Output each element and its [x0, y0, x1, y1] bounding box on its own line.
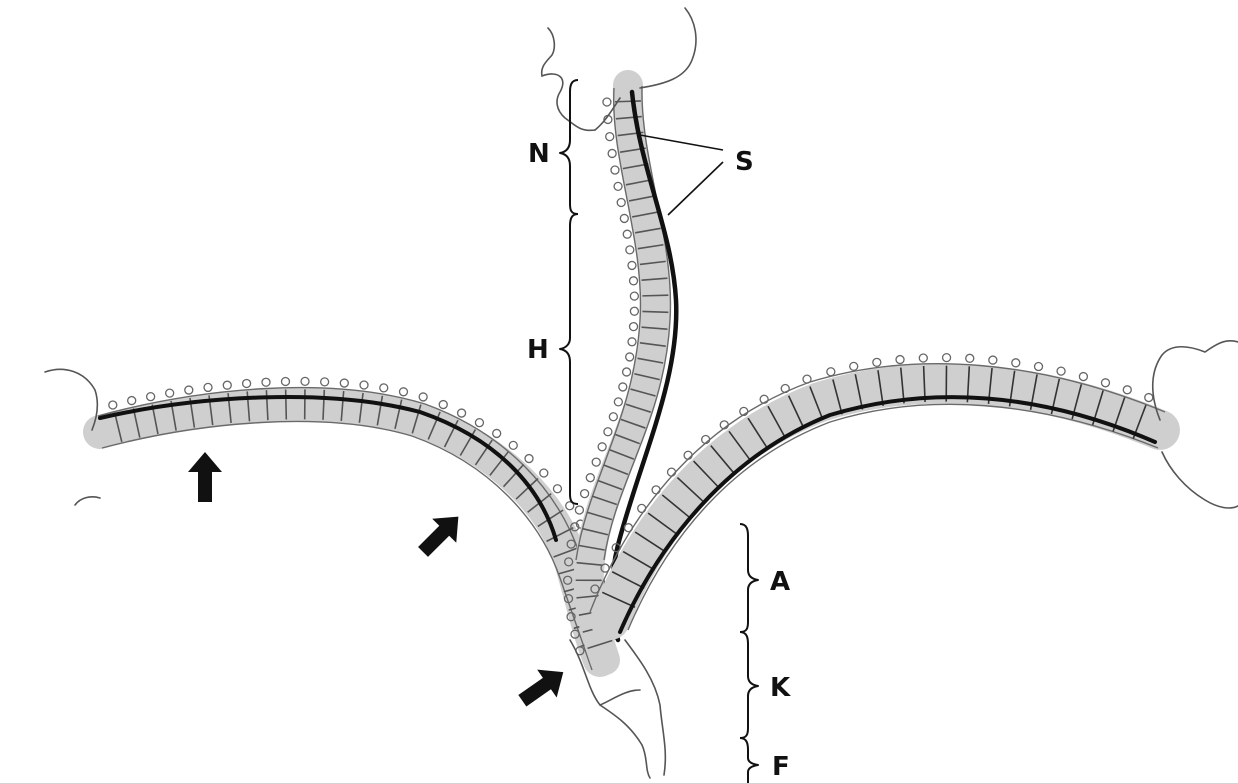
spinous-process	[873, 358, 881, 366]
arrow-left-spine	[188, 452, 222, 502]
spinous-process	[803, 375, 811, 383]
spinous-process	[619, 383, 627, 391]
spinous-process	[684, 451, 692, 459]
spinous-process	[592, 458, 600, 466]
spinous-process	[204, 383, 212, 391]
right-spine	[590, 354, 1165, 632]
spinous-process	[827, 368, 835, 376]
spinous-process	[630, 323, 638, 331]
spinous-process	[611, 166, 619, 174]
spinous-process	[603, 98, 611, 106]
spinous-process	[630, 292, 638, 300]
spinous-process	[493, 429, 501, 437]
spinous-process	[617, 198, 625, 206]
spinous-process	[614, 182, 622, 190]
spinous-process	[243, 379, 251, 387]
spinous-process	[626, 246, 634, 254]
spinous-process	[652, 486, 660, 494]
spinous-process	[628, 338, 636, 346]
spinous-process	[943, 354, 951, 362]
spinous-process	[624, 524, 632, 532]
spinous-process	[630, 277, 638, 285]
spinous-process	[1145, 394, 1153, 402]
spinous-process	[109, 401, 117, 409]
label-n: N	[528, 139, 550, 169]
spinous-process	[630, 307, 638, 315]
spinous-process	[1123, 386, 1131, 394]
spinous-process	[1101, 379, 1109, 387]
spinous-process	[623, 368, 631, 376]
spinous-process	[281, 378, 289, 386]
brace-a	[740, 524, 758, 632]
spinous-process	[1012, 359, 1020, 367]
spinous-process	[966, 354, 974, 362]
spinous-process	[340, 379, 348, 387]
spinous-process	[919, 354, 927, 362]
spinous-process	[1035, 363, 1043, 371]
spinous-process	[360, 381, 368, 389]
spinous-process	[896, 356, 904, 364]
label-k: K	[770, 673, 791, 703]
spinous-process	[586, 474, 594, 482]
spinous-process	[989, 356, 997, 364]
spinous-process	[608, 149, 616, 157]
spinous-process	[301, 377, 309, 385]
spinous-process	[419, 393, 427, 401]
left-spine	[98, 377, 620, 670]
label-s: S	[735, 147, 754, 177]
spinous-process	[147, 393, 155, 401]
spinous-process	[668, 468, 676, 476]
spinous-process	[475, 419, 483, 427]
spinous-process	[380, 384, 388, 392]
spinous-process	[575, 506, 583, 514]
spinous-process	[321, 378, 329, 386]
vertebra-mark	[642, 295, 668, 296]
spinous-process	[540, 469, 548, 477]
spinous-process	[638, 504, 646, 512]
spinous-process	[604, 428, 612, 436]
spinous-process	[626, 353, 634, 361]
arrow-mid-spine	[411, 505, 470, 564]
brace-h	[560, 214, 578, 504]
spinous-process	[439, 401, 447, 409]
brace-n	[560, 80, 578, 214]
spinous-process	[223, 381, 231, 389]
spinous-process	[609, 413, 617, 421]
spinous-process	[262, 378, 270, 386]
vertebra-mark	[286, 390, 287, 420]
spinous-process	[458, 409, 466, 417]
spinous-process	[614, 398, 622, 406]
spinous-process	[525, 455, 533, 463]
spinous-process	[1079, 373, 1087, 381]
label-h: H	[527, 335, 549, 365]
spinous-process	[128, 397, 136, 405]
spinous-process	[628, 261, 636, 269]
spinous-process	[620, 214, 628, 222]
spinous-process	[850, 362, 858, 370]
vertebra-mark	[642, 311, 668, 312]
spinous-process	[509, 441, 517, 449]
spinous-process	[1057, 367, 1065, 375]
spinous-process	[581, 490, 589, 498]
spinous-process	[598, 443, 606, 451]
spinous-process	[623, 230, 631, 238]
brace-f	[740, 738, 758, 783]
arrow-base	[513, 658, 573, 715]
label-f: F	[772, 752, 790, 782]
spinous-process	[399, 388, 407, 396]
brace-k	[740, 632, 758, 738]
spinous-process	[166, 389, 174, 397]
spinous-process	[553, 485, 561, 493]
spinous-process	[185, 386, 193, 394]
spinous-process	[606, 133, 614, 141]
label-a: A	[770, 567, 790, 597]
